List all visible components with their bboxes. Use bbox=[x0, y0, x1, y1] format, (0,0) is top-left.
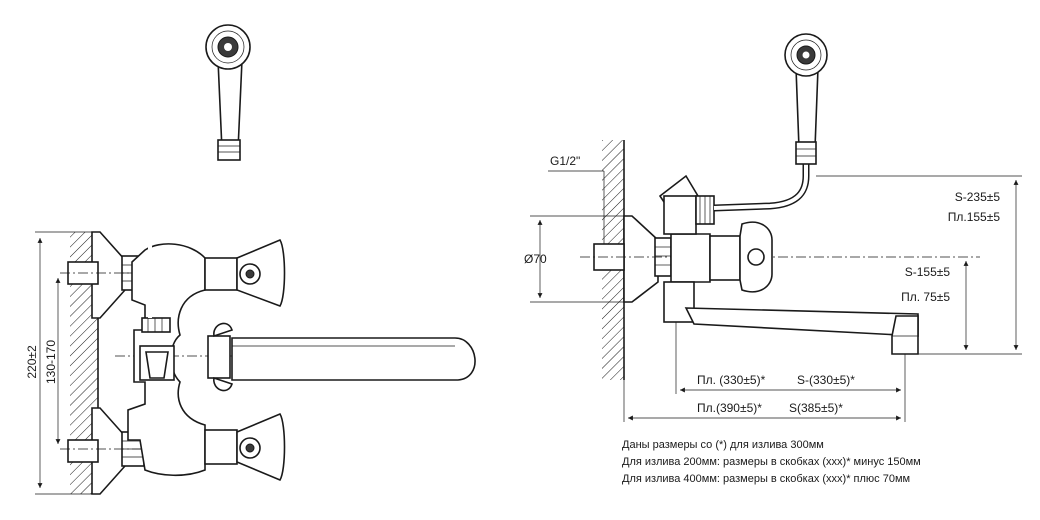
spout-side bbox=[684, 307, 919, 337]
note-3: Для излива 400мм: размеры в скобках (xxx… bbox=[622, 473, 910, 485]
note-1: Даны размеры со (*) для излива 300мм bbox=[622, 439, 824, 451]
diameter-label: Ø70 bbox=[524, 252, 547, 266]
diverter-handle bbox=[207, 322, 234, 392]
dim-height: 220±2 bbox=[25, 345, 39, 379]
front-view: 220±2 130-170 bbox=[25, 24, 476, 495]
dim-spout-pl: Пл. 75±5 bbox=[901, 290, 950, 304]
dim-centers: 130-170 bbox=[44, 340, 58, 384]
dim-spout-s: S-155±5 bbox=[905, 265, 951, 279]
dim-total-s: S(385±5)* bbox=[789, 401, 843, 415]
shower-head-side bbox=[784, 33, 828, 165]
thread-label: G1/2" bbox=[550, 154, 580, 168]
notes-block: Даны размеры со (*) для излива 300мм Для… bbox=[622, 439, 921, 485]
note-2: Для излива 200мм: размеры в скобках (xxx… bbox=[622, 456, 921, 468]
dim-total-pl: Пл.(390±5)* bbox=[697, 401, 762, 415]
side-view: G1/2" Ø70 S-235±5 Пл.155±5 S-155±5 Пл. 7… bbox=[524, 33, 1022, 422]
mixer-body-side bbox=[670, 233, 711, 283]
dim-reach-pl: Пл. (330±5)* bbox=[697, 373, 766, 387]
shower-head-front bbox=[205, 24, 251, 161]
handle-top bbox=[204, 238, 286, 307]
flange-side bbox=[623, 215, 659, 303]
hose-nut bbox=[141, 317, 171, 333]
handle-bottom bbox=[204, 412, 286, 482]
dim-shower-s: S-235±5 bbox=[955, 190, 1001, 204]
dim-reach-s: S-(330±5)* bbox=[797, 373, 855, 387]
dim-shower-pl: Пл.155±5 bbox=[948, 210, 1001, 224]
spout-front bbox=[231, 337, 476, 381]
